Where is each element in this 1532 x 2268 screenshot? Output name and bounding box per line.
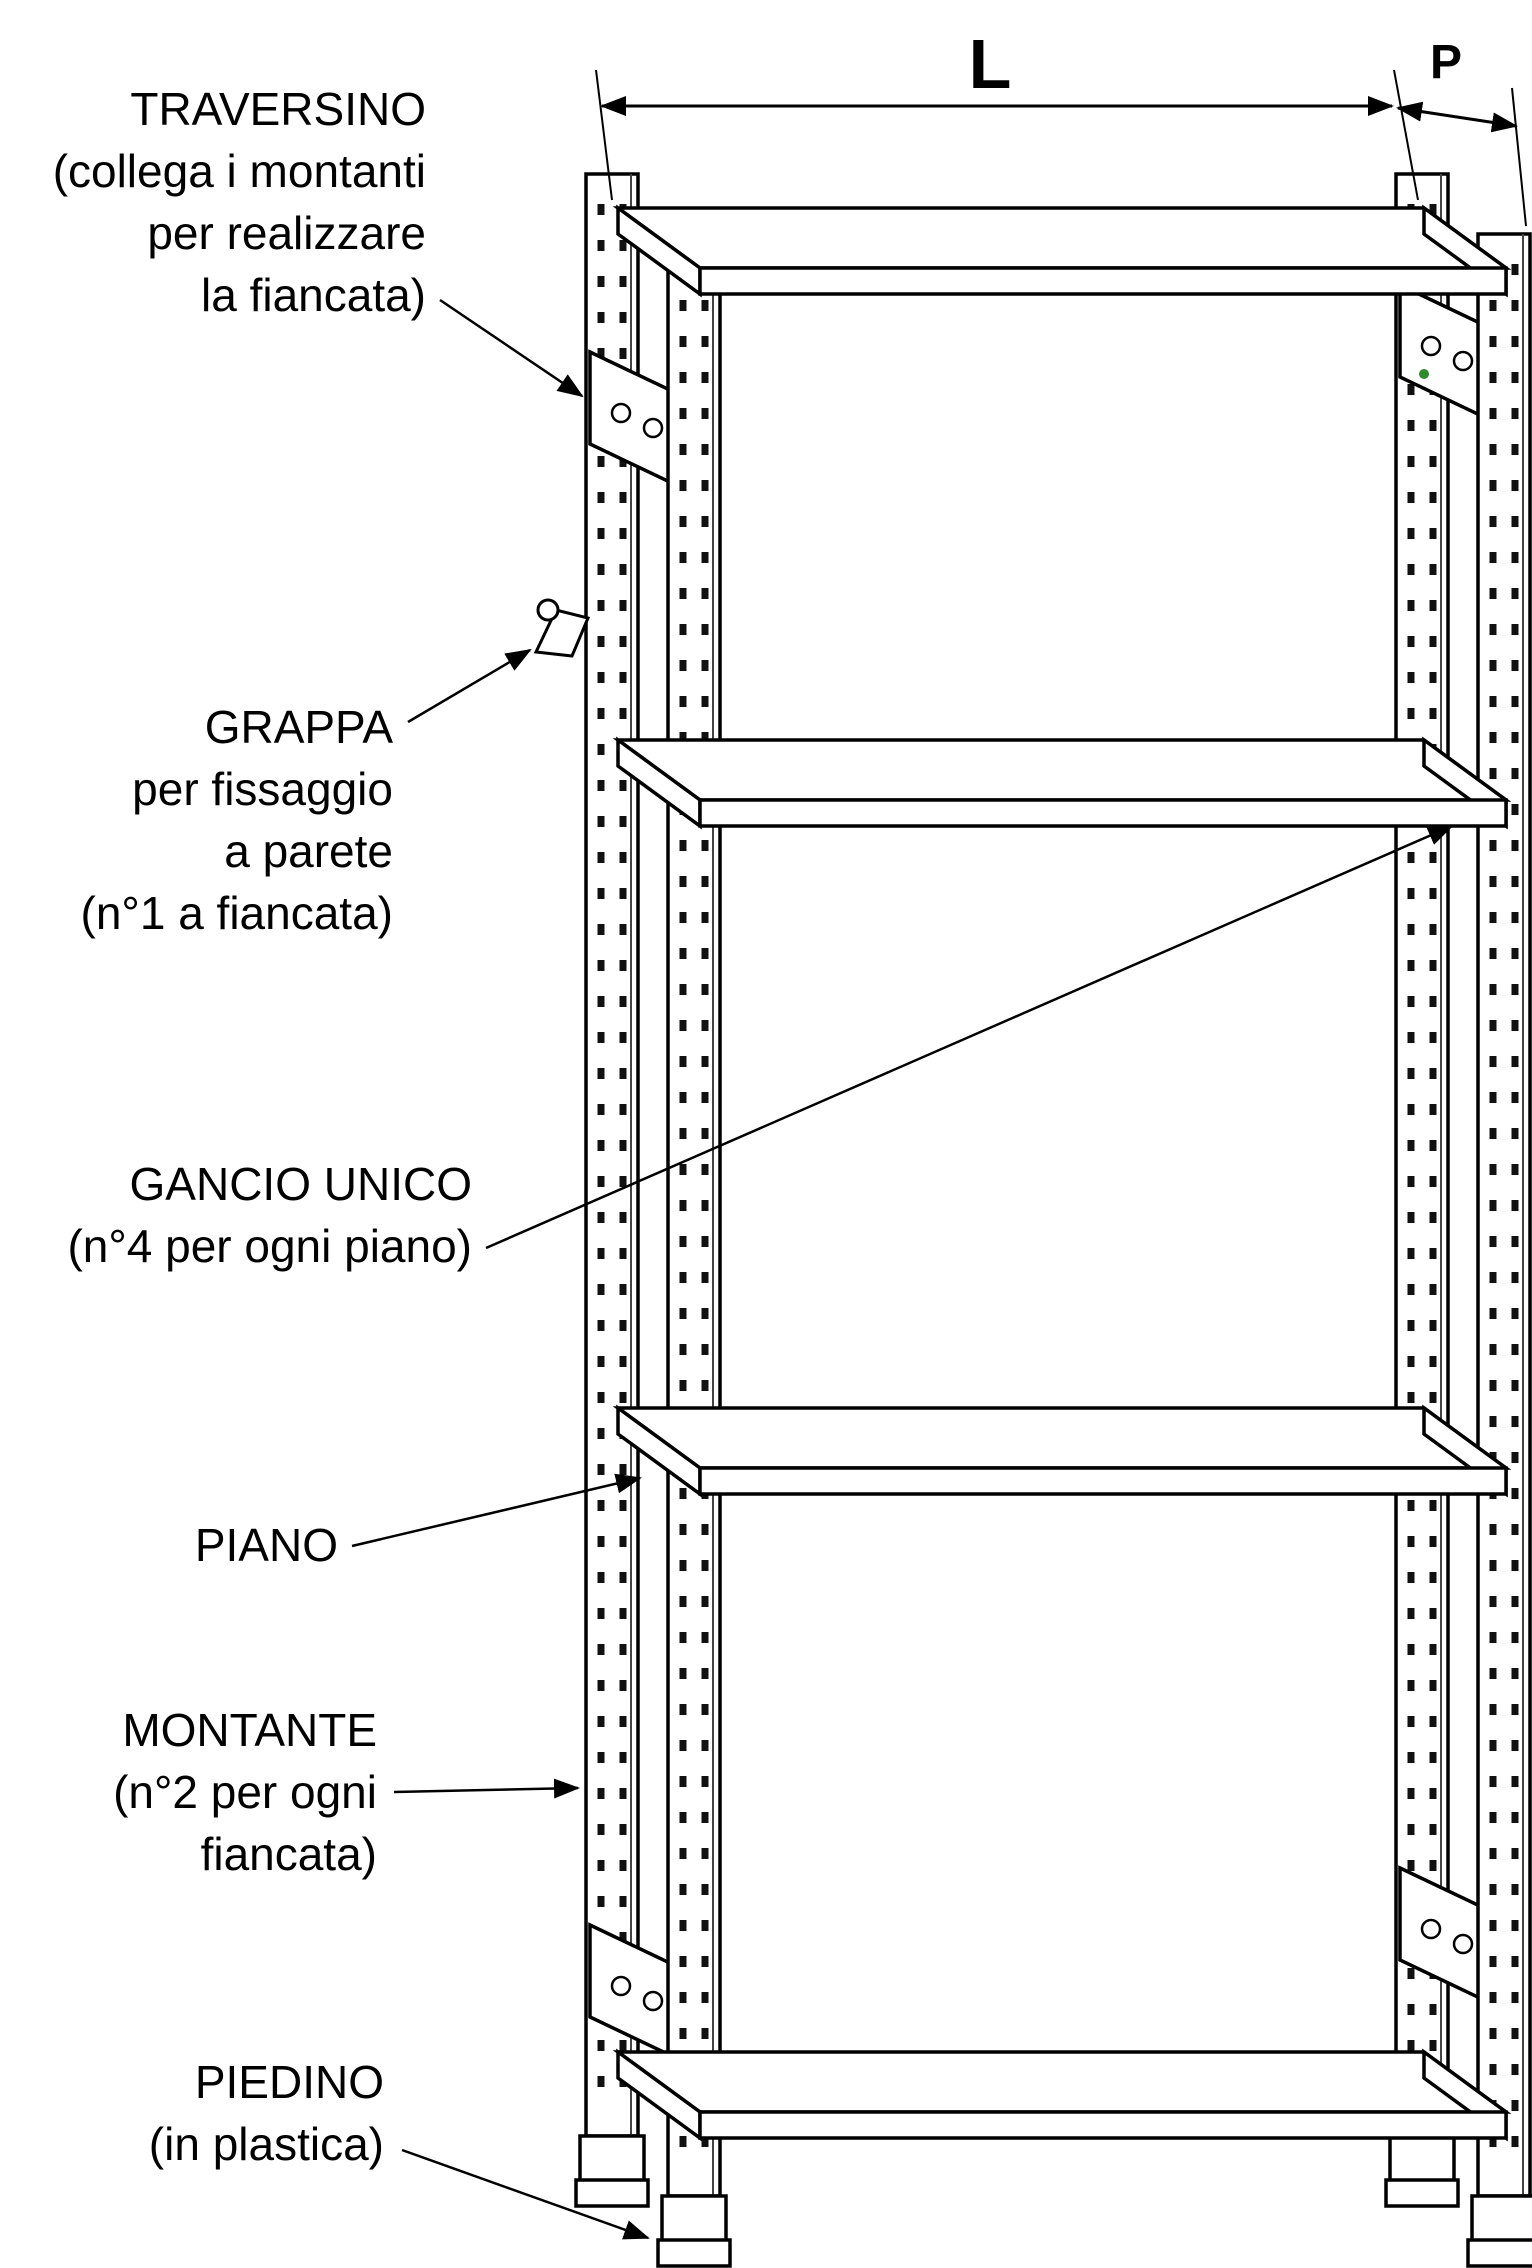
label-line: GANCIO UNICO bbox=[129, 1158, 472, 1210]
foot-front-right bbox=[1466, 2194, 1532, 2268]
label-line: (n°2 per ogni bbox=[113, 1766, 377, 1818]
label-line: per fissaggio bbox=[132, 763, 393, 815]
arrow-piedino bbox=[401, 2148, 650, 2240]
arrow-montante bbox=[393, 1778, 580, 1799]
label-piedino: PIEDINO (in plastica) bbox=[0, 2051, 384, 2175]
upright-post-back-right bbox=[1394, 172, 1450, 2138]
wall-clamp-grappa bbox=[533, 598, 591, 658]
label-montante: MONTANTE (n°2 per ogni fiancata) bbox=[0, 1699, 377, 1885]
label-line: (in plastica) bbox=[148, 2118, 384, 2170]
label-line: fiancata) bbox=[200, 1828, 377, 1880]
arrow-traversino bbox=[439, 298, 584, 398]
label-piano: PIANO bbox=[0, 1514, 338, 1576]
shelf-2 bbox=[612, 736, 1512, 830]
label-grappa: GRAPPA per fissaggio a parete (n°1 a fia… bbox=[0, 696, 393, 944]
dimension-depth-label: P bbox=[1430, 36, 1462, 89]
label-gancio-unico: GANCIO UNICO (n°4 per ogni piano) bbox=[0, 1153, 472, 1277]
foot-front-left bbox=[656, 2194, 732, 2268]
dimension-lines bbox=[595, 69, 1527, 227]
upright-post-front-right bbox=[1476, 232, 1532, 2198]
shelf-4 bbox=[612, 2048, 1512, 2142]
label-line: (collega i montanti bbox=[52, 145, 426, 197]
label-traversino: TRAVERSINO (collega i montanti per reali… bbox=[0, 78, 426, 326]
label-line: GRAPPA bbox=[204, 701, 393, 753]
label-line: MONTANTE bbox=[122, 1704, 377, 1756]
shelf-3 bbox=[612, 1404, 1512, 1498]
shelf-1 bbox=[612, 204, 1512, 298]
foot-back-left bbox=[574, 2134, 650, 2208]
arrow-grappa bbox=[407, 648, 532, 724]
label-line: la fiancata) bbox=[200, 269, 426, 321]
upright-post-front-left bbox=[666, 232, 722, 2198]
label-line: PIANO bbox=[194, 1519, 338, 1571]
label-line: per realizzare bbox=[147, 207, 426, 259]
label-line: PIEDINO bbox=[194, 2056, 384, 2108]
label-line: a parete bbox=[224, 825, 393, 877]
foot-back-right bbox=[1384, 2134, 1460, 2208]
arrow-piano bbox=[351, 1473, 642, 1548]
label-line: TRAVERSINO bbox=[130, 83, 426, 135]
callout-arrows bbox=[351, 298, 1454, 2240]
label-line: (n°4 per ogni piano) bbox=[67, 1220, 472, 1272]
upright-post-back-left bbox=[584, 172, 640, 2138]
label-line: (n°1 a fiancata) bbox=[80, 887, 393, 939]
dimension-length-label: L bbox=[969, 25, 1012, 103]
green-dot bbox=[1419, 369, 1429, 379]
arrow-gancio-unico bbox=[485, 824, 1454, 1250]
